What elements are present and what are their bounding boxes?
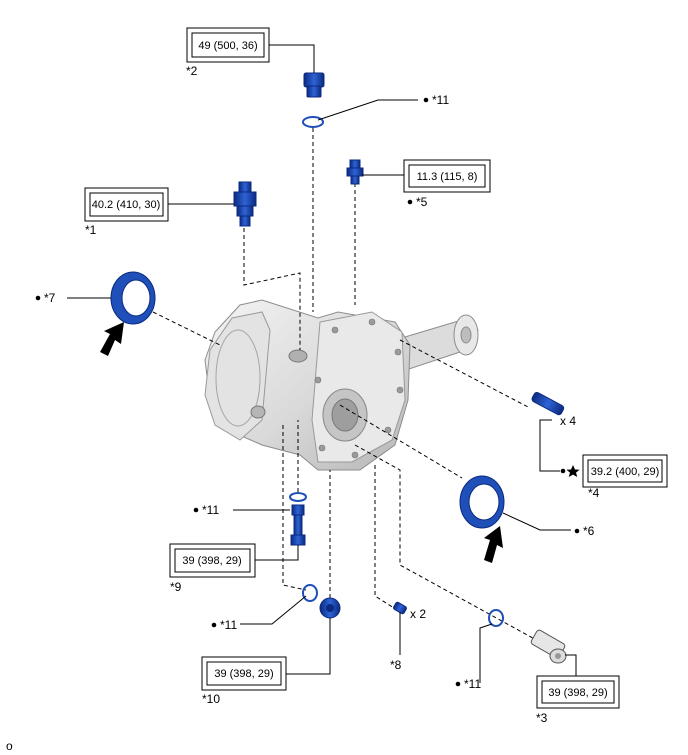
arrow-icon-7 [100,322,124,356]
bullet-dot-icon [193,507,199,513]
torque-box-4: 39.2 (400, 29) [582,454,668,488]
callout-5: *5 [416,195,428,209]
callout-7: *7 [44,291,56,305]
callout-9: *9 [170,580,182,594]
torque-value-2: 49 (500, 36) [198,40,257,52]
part-plug-9 [290,504,306,546]
torque-value-4: 39.2 (400, 29) [591,466,660,478]
part-plug-3 [530,629,567,664]
torque-box-10: 39 (398, 29) [201,656,287,691]
arrow-icon-6 [484,526,503,563]
callout-4: *4 [588,486,600,500]
gasket-11-right [488,609,504,627]
callout-11-top: *11 [432,93,449,107]
bullet-dot-icon [211,622,217,628]
gasket-11-mid [289,492,307,502]
quantity-2: x 2 [410,607,426,621]
bullet-dot-icon [455,681,461,687]
torque-value-9: 39 (398, 29) [182,555,241,567]
callout-2: *2 [186,64,198,78]
corner-mark: o [6,739,13,753]
torque-value-5: 11.3 (115, 8) [417,171,478,183]
bullet-dot-icon [35,295,41,301]
part-seal-6 [459,475,505,529]
callout-6: *6 [583,524,595,538]
torque-box-3: 39 (398, 29) [536,675,620,709]
bullet-dot-icon [574,528,580,534]
part-plug-2 [303,72,325,98]
leader-lines [67,44,577,683]
star-icon [566,465,580,477]
assembly-lines [152,128,541,643]
torque-value-3: 39 (398, 29) [548,687,607,699]
bullet-dot-icon [423,97,429,103]
torque-box-1: 40.2 (410, 30) [84,187,169,222]
gasket-11-low [302,584,318,602]
quantity-4: x 4 [560,414,576,428]
callout-11-mid: *11 [202,503,219,517]
torque-box-5: 11.3 (115, 8) [403,159,491,193]
torque-box-9: 39 (398, 29) [169,543,256,578]
callout-1: *1 [85,223,97,237]
part-plug-10 [319,597,341,619]
callout-11-right: *11 [464,677,481,691]
differential-housing [204,299,479,471]
callout-11-low: *11 [220,618,237,632]
callout-8: *8 [390,658,402,672]
part-sensor-5 [346,159,364,185]
part-stud-4 [531,391,565,416]
bullet-dot-icon [560,468,566,474]
part-pin-8 [393,601,407,615]
torque-value-1: 40.2 (410, 30) [92,199,161,211]
part-switch-1 [233,181,257,227]
torque-value-10: 39 (398, 29) [214,668,273,680]
part-seal-7 [110,271,156,325]
callout-labels: *2 *11 *5 *1 *7 x 4 *4 *6 *11 *9 *11 x 2… [6,64,600,753]
callout-3: *3 [536,711,548,725]
callout-10: *10 [202,692,220,706]
bullet-dot-icon [407,199,413,205]
gasket-11-top [302,116,324,128]
torque-box-2: 49 (500, 36) [186,27,270,63]
